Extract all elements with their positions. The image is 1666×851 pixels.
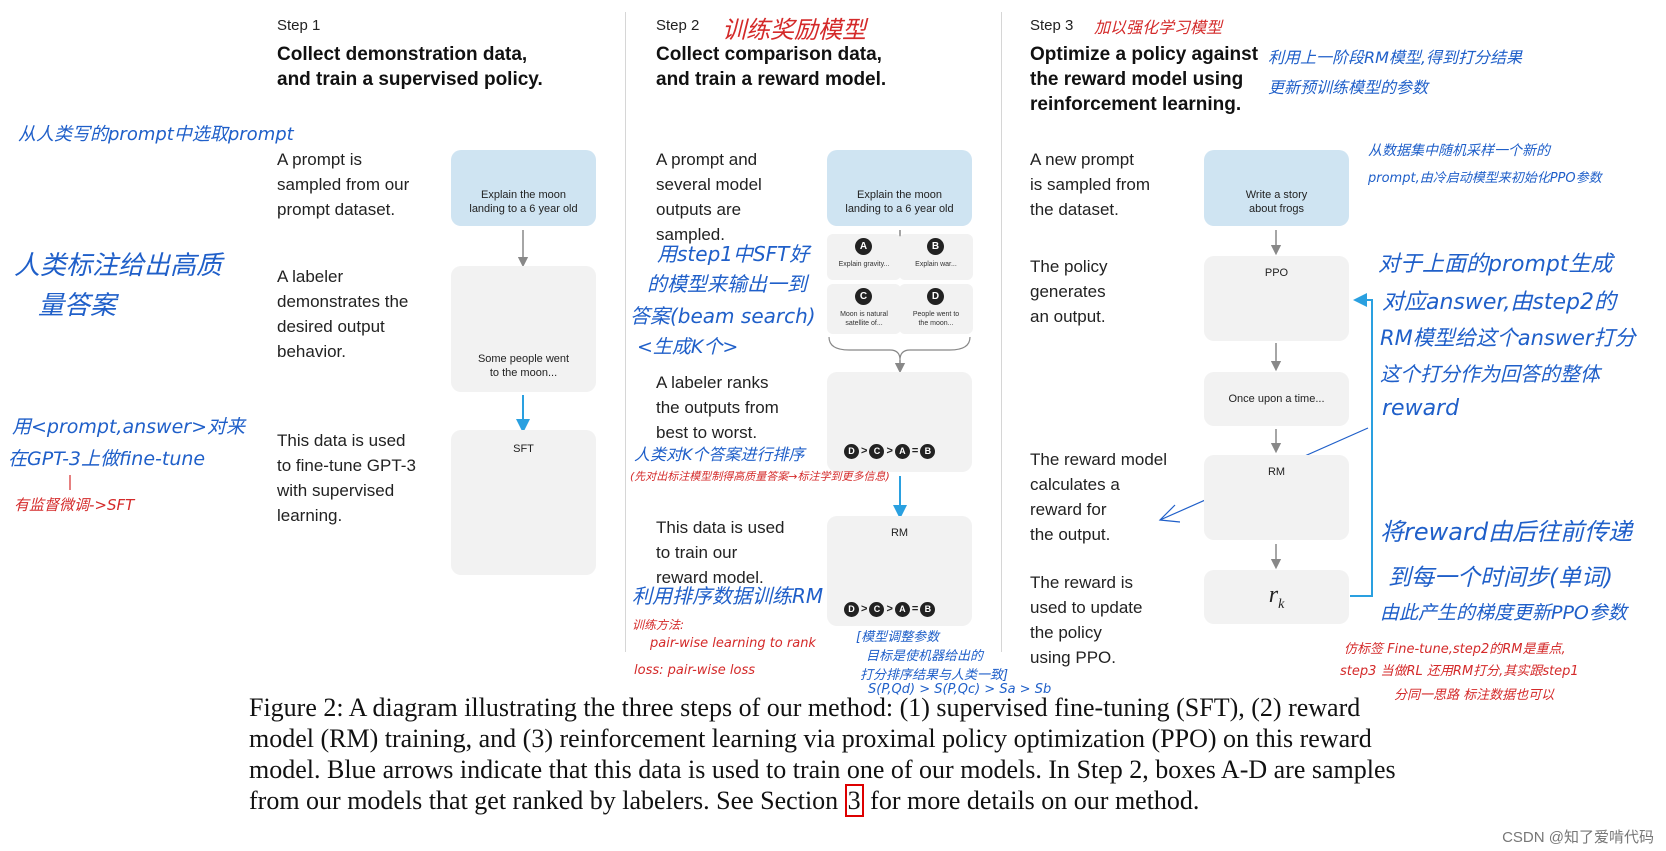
note: prompt,由冷启动模型来初始化PPO参数 [1368, 171, 1602, 186]
note: 用step1中SFT好 [657, 242, 810, 266]
note: 由此产生的梯度更新PPO参数 [1380, 602, 1627, 624]
note: step3 当做RL 还用RM打分,其实跟step1 [1340, 664, 1579, 679]
section-ref-link[interactable]: 3 [844, 784, 864, 817]
step2-labeler-box: D>C>A=B [827, 372, 972, 472]
note: 从人类写的prompt中选取prompt [18, 124, 294, 145]
column-divider [1001, 12, 1002, 652]
step2-title: Collect comparison data,and train a rewa… [656, 44, 887, 90]
note: pair-wise learning to rank [650, 636, 816, 651]
column-divider [625, 12, 626, 652]
step3-label: Step 3 [1030, 17, 1074, 34]
blue-feedback-arrow [1350, 293, 1373, 597]
note: 量答案 [38, 291, 117, 321]
step3-output-box: Once upon a time... [1204, 372, 1349, 426]
step1-title: Collect demonstration data,and train a s… [277, 44, 543, 90]
note: 从数据集中随机采样一个新的 [1368, 143, 1550, 159]
note: <生成K个> [637, 336, 739, 358]
bracket [828, 336, 971, 361]
note: 的模型来输出一到 [647, 272, 807, 296]
step2-rm-box: RM D>C>A=B [827, 516, 972, 626]
note: reward [1382, 396, 1460, 421]
note: 人类标注给出高质 [14, 251, 223, 281]
note: 打分排序结果与人类一致] [860, 668, 1009, 683]
step3-reward-box: rk [1204, 570, 1349, 624]
note: 到每一个时间步(单词) [1388, 565, 1613, 591]
note: 训练方法: [632, 618, 685, 632]
step3-ppo-box: PPO [1204, 256, 1349, 341]
note: 用<prompt,answer>对来 [12, 416, 246, 438]
reward-symbol: r [1268, 582, 1279, 608]
note: RM模型给这个answer打分 [1380, 326, 1636, 350]
figure-caption: Figure 2: A diagram illustrating the thr… [249, 693, 1396, 817]
note: (先对出标注模型制得高质量答案→标注学到更多信息) [630, 470, 890, 483]
step1-label: Step 1 [277, 17, 321, 34]
note: 分同一思路 标注数据也可以 [1394, 688, 1555, 703]
step1-sft-box: SFT [451, 430, 596, 575]
note: 训练奖励模型 [722, 16, 866, 44]
note: 人类对K个答案进行排序 [634, 445, 805, 464]
note: 有监督微调->SFT [14, 496, 135, 514]
note: 加以强化学习模型 [1094, 18, 1223, 37]
note: 对于上面的prompt生成 [1378, 252, 1613, 277]
note: 利用排序数据训练RM [632, 584, 824, 608]
note: 答案(beam search) [630, 304, 816, 328]
note: 在GPT-3上做fine-tune [8, 448, 206, 470]
ranking-row: D>C>A=B [844, 602, 936, 617]
note: 这个打分作为回答的整体 [1380, 362, 1600, 386]
note: [模型调整参数 [856, 630, 940, 645]
note: 目标是使机器给出的 [866, 649, 984, 664]
watermark: CSDN @知了爱啃代码 [1502, 829, 1654, 846]
ranking-row: D>C>A=B [844, 444, 936, 459]
note: 更新预训练模型的参数 [1268, 78, 1429, 97]
note: 将reward由后往前传递 [1380, 518, 1633, 546]
reward-subscript: k [1278, 596, 1285, 612]
step3-rm-box: RM [1204, 455, 1349, 540]
step2-label: Step 2 [656, 17, 700, 34]
note: 仿标签 Fine-tune,step2的RM是重点, [1344, 642, 1566, 657]
note: S(P,Qd) > S(P,Qc) > Sa > Sb [868, 682, 1052, 697]
note: 利用上一阶段RM模型,得到打分结果 [1268, 48, 1523, 67]
note: loss: pair-wise loss [634, 663, 756, 678]
note: 对应answer,由step2的 [1382, 290, 1617, 315]
